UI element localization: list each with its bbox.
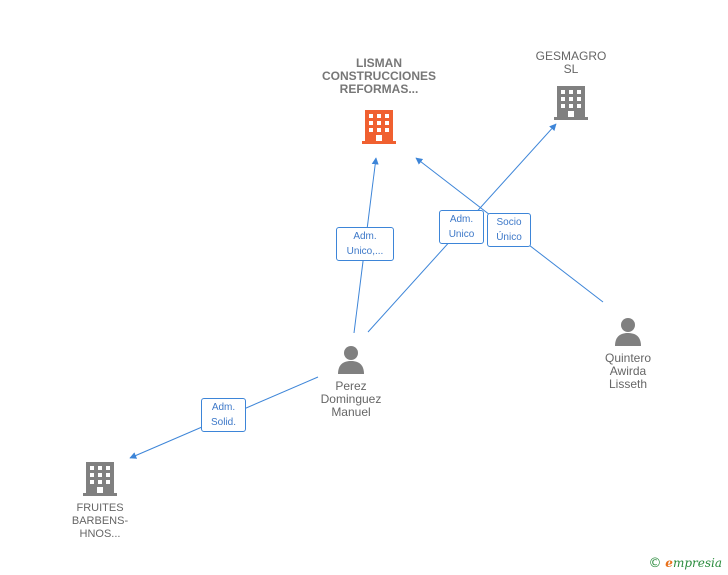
relation-label-perez-fruites[interactable]: Adm. Solid. [201, 398, 246, 432]
node-lisman-line-1: LISMAN [356, 56, 402, 70]
building-icon [554, 86, 588, 120]
relation-label-perez-gesmagro[interactable]: Adm. Unico [439, 210, 484, 244]
node-gesmagro-line-1: GESMAGRO [535, 49, 607, 63]
node-lisman[interactable]: LISMAN CONSTRUCCIONES REFORMAS... [308, 57, 450, 144]
relation-label-line: Unico [448, 229, 475, 240]
node-quintero-line-2: Awirda [609, 364, 647, 378]
node-perez-line-3: Manuel [331, 405, 371, 419]
node-lisman-line-2: CONSTRUCCIONES [321, 69, 436, 83]
node-perez[interactable]: Perez Dominguez Manuel [301, 344, 401, 419]
brand-logo: © empresia [648, 556, 722, 571]
node-fruites-line-2: BARBENS- [71, 515, 129, 527]
relation-label-line: Socio [496, 217, 522, 228]
node-quintero[interactable]: Quintero Awirda Lisseth [578, 316, 678, 391]
building-icon [362, 110, 396, 144]
relation-label-perez-lisman[interactable]: Adm. Unico,... [336, 227, 394, 261]
node-lisman-line-3: REFORMAS... [339, 82, 419, 96]
person-icon [338, 346, 364, 374]
person-icon [615, 318, 641, 346]
copyright-icon: © [648, 556, 662, 571]
relation-label-quintero-lisman[interactable]: Socio Único [487, 213, 531, 247]
relation-label-line: Unico,... [346, 246, 384, 257]
node-perez-line-2: Dominguez [320, 392, 382, 406]
relation-label-line: Adm. [449, 214, 474, 225]
building-icon [83, 462, 117, 496]
brand-name: mpresia [672, 556, 722, 570]
node-gesmagro-line-2: SL [563, 62, 579, 76]
relation-label-line: Adm. [353, 231, 377, 242]
node-fruites[interactable]: FRUITES BARBENS- HNOS... [50, 460, 150, 541]
node-perez-line-1: Perez [335, 379, 367, 393]
node-quintero-line-3: Lisseth [608, 377, 648, 391]
relation-label-line: Adm. [211, 402, 236, 413]
node-fruites-line-1: FRUITES [76, 502, 124, 514]
brand-initial: e [665, 556, 673, 570]
relation-label-line: Solid. [210, 417, 236, 428]
node-gesmagro[interactable]: GESMAGRO SL [521, 50, 621, 120]
node-fruites-line-3: HNOS... [79, 528, 121, 540]
node-quintero-line-1: Quintero [604, 351, 652, 365]
relation-label-line: Único [496, 232, 522, 243]
